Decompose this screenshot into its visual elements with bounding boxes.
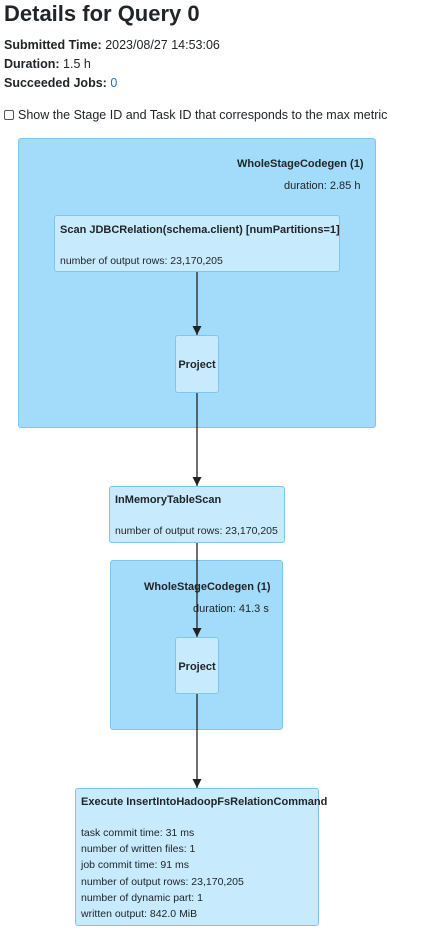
metric-line: job commit time: 91 ms (81, 859, 189, 872)
project-1-title: Project (178, 359, 216, 371)
scan-jdbc-metrics: number of output rows: 23,170,205 (60, 253, 223, 269)
duration-value: 1.5 h (63, 57, 91, 71)
cluster-1-title: WholeStageCodegen (1) (237, 158, 364, 170)
succeeded-jobs-row: Succeeded Jobs: 0 (4, 75, 117, 91)
execute-insert-node[interactable]: Execute InsertIntoHadoopFsRelationComman… (75, 788, 327, 926)
cluster-2-duration: duration: 41.3 s (193, 603, 269, 615)
show-stage-task-toggle[interactable]: Show the Stage ID and Task ID that corre… (4, 107, 387, 123)
duration-label: Duration: (4, 57, 60, 71)
succeeded-jobs-link[interactable]: 0 (110, 76, 118, 90)
metric-line: task commit time: 31 ms (81, 827, 195, 839)
cluster-2-title: WholeStageCodegen (1) (144, 581, 271, 593)
project-2-title: Project (178, 661, 216, 673)
cluster-1-duration: duration: 2.85 h (284, 180, 361, 192)
show-stage-task-label: Show the Stage ID and Task ID that corre… (18, 108, 388, 122)
page-title: Details for Query 0 (4, 1, 200, 26)
scan-jdbc-title: Scan JDBCRelation(schema.client) [numPar… (60, 224, 340, 236)
in-memory-metrics: number of output rows: 23,170,205 (115, 523, 278, 539)
metric-line: written output: 842.0 MiB (81, 908, 198, 921)
metric-line: number of output rows: 23,170,205 (115, 525, 278, 537)
metric-line: number of written files: 1 (81, 843, 196, 856)
in-memory-title: InMemoryTableScan (115, 494, 222, 506)
project-node-1[interactable]: Project (175, 335, 219, 393)
scan-jdbc-node[interactable]: Scan JDBCRelation(schema.client) [numPar… (54, 215, 340, 272)
show-stage-task-checkbox[interactable] (4, 110, 14, 120)
duration-row: Duration: 1.5 h (4, 56, 91, 72)
submitted-time-label: Submitted Time: (4, 38, 102, 52)
metric-line: number of output rows: 23,170,205 (81, 875, 244, 888)
execute-insert-title: Execute InsertIntoHadoopFsRelationComman… (81, 796, 328, 808)
metric-line: number of dynamic part: 1 (81, 891, 203, 904)
submitted-time-value: 2023/08/27 14:53:06 (105, 38, 220, 52)
execute-insert-metrics: task commit time: 31 ms number of writte… (81, 825, 244, 922)
succeeded-jobs-label: Succeeded Jobs: (4, 76, 107, 90)
project-node-2[interactable]: Project (175, 637, 219, 694)
submitted-time-row: Submitted Time: 2023/08/27 14:53:06 (4, 37, 220, 53)
in-memory-table-scan-node[interactable]: InMemoryTableScan number of output rows:… (109, 486, 285, 543)
metric-line: number of output rows: 23,170,205 (60, 255, 223, 267)
